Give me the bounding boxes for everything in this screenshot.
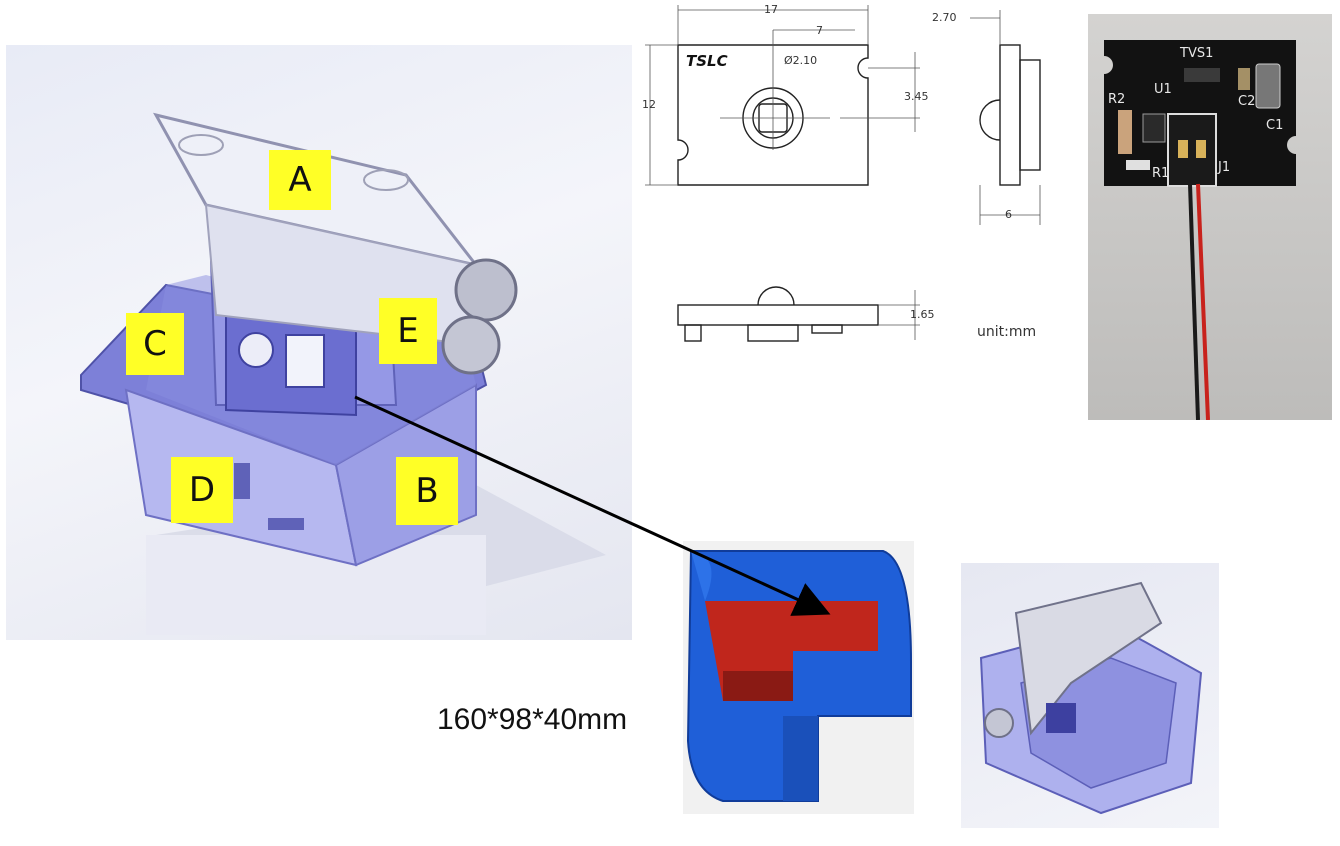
pcb-label-r1: R1 xyxy=(1152,166,1170,181)
dim-pitch: 3.45 xyxy=(904,90,929,103)
cad-rendering-main: A C E D B xyxy=(6,45,632,640)
label-a: A xyxy=(269,150,331,210)
cad-rendering-secondary xyxy=(961,563,1219,828)
label-b: B xyxy=(396,457,458,525)
dim-side-width: 6 xyxy=(1005,208,1012,221)
pcb-label-j1: J1 xyxy=(1218,160,1231,175)
cavity-model xyxy=(683,541,914,814)
dim-offset: 7 xyxy=(816,24,823,37)
pcb-label-c2: C2 xyxy=(1238,94,1256,109)
pcb-label-c1: C1 xyxy=(1266,118,1284,133)
pcb-label-r2: R2 xyxy=(1108,92,1126,107)
cad-enclosure-open-illustration xyxy=(979,581,1203,815)
pcb-photo: TVS1 U1 R2 C2 C1 R1 J1 xyxy=(1088,14,1332,420)
sensor-dimension-drawing xyxy=(645,5,1041,342)
pcb-board-illustration xyxy=(1104,40,1296,420)
unit-label: unit:mm xyxy=(977,324,1037,340)
dim-height: 12 xyxy=(642,98,656,111)
cad-enclosure-illustration xyxy=(80,112,606,635)
dim-side-top: 2.70 xyxy=(932,11,957,24)
pcb-label-tvs1: TVS1 xyxy=(1180,46,1214,61)
label-e: E xyxy=(379,298,437,364)
size-label: 160*98*40mm xyxy=(437,703,628,736)
logo-text: TSLC xyxy=(686,52,728,70)
label-c: C xyxy=(126,313,184,375)
cavity-model-illustration xyxy=(686,550,912,802)
technical-drawing: TSLC 17 7 Ø2.10 12 3.45 2.70 6 1.65 unit… xyxy=(640,0,1070,360)
pcb-label-u1: U1 xyxy=(1154,82,1172,97)
dim-thickness: 1.65 xyxy=(910,308,935,321)
dim-hole: Ø2.10 xyxy=(784,54,818,67)
label-d: D xyxy=(171,457,233,523)
dim-width: 17 xyxy=(764,3,778,16)
